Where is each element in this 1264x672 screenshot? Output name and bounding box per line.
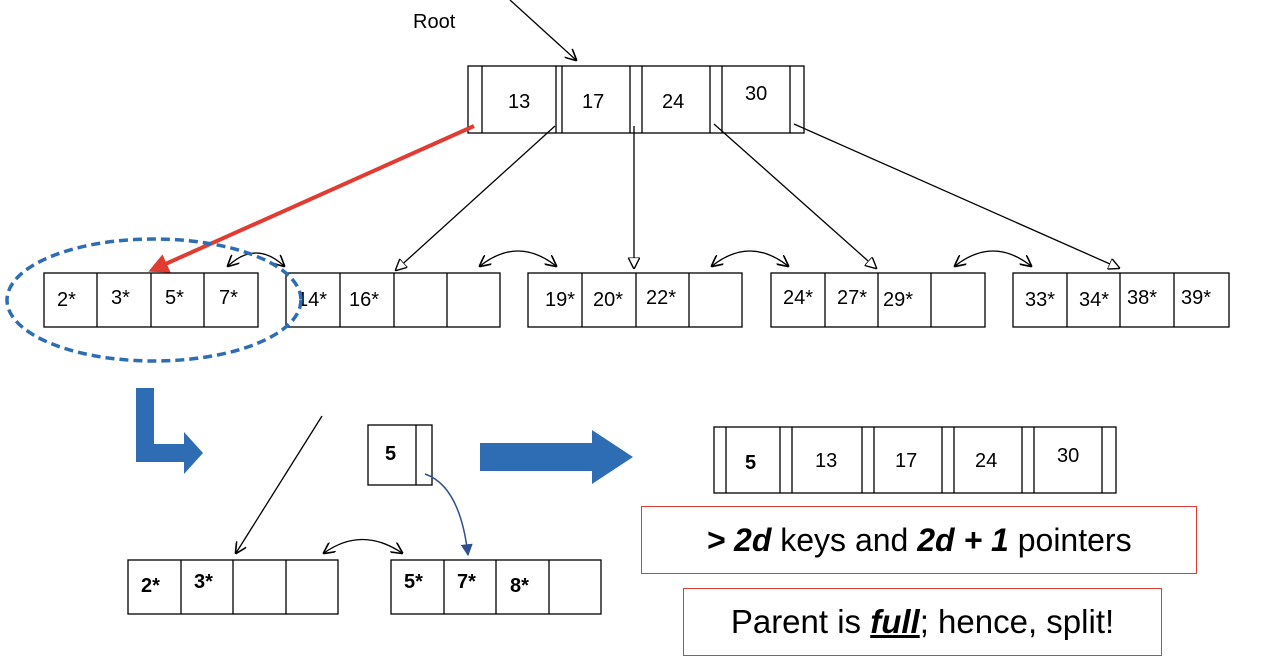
note-emphasis: 2d + 1 — [917, 521, 1009, 558]
leaf-entry: 24* — [783, 287, 813, 309]
leaf-node: 2* 3* 5* 7* — [43, 272, 259, 328]
root-key: 13 — [508, 91, 530, 113]
leaf-entry: 3* — [111, 287, 130, 309]
split-left-leaf: 2* 3* — [127, 559, 339, 615]
root-key: 24 — [662, 91, 684, 113]
leaf-entry: 7* — [457, 571, 476, 593]
root-key: 17 — [895, 450, 917, 472]
highlight-ellipse — [5, 237, 303, 363]
note-text: keys and — [771, 521, 918, 558]
leaf-entry: 33* — [1025, 289, 1055, 311]
root-key: 30 — [1057, 445, 1079, 467]
pointer-arrow — [793, 123, 1119, 268]
leaf-entry: 7* — [219, 287, 238, 309]
overflow-note: > 2d keys and 2d + 1 pointers — [641, 506, 1197, 574]
leaf-entry: 14* — [297, 289, 327, 311]
leaf-entry: 8* — [510, 575, 529, 597]
pushed-key-node: 5 — [367, 424, 433, 486]
note-text: ; hence, split! — [919, 603, 1115, 640]
pushed-key: 5 — [385, 443, 396, 465]
leaf-entry: 29* — [883, 289, 913, 311]
leaf-entry: 20* — [593, 289, 623, 311]
note-text: Parent is — [730, 603, 871, 640]
overfull-root-node: 5 13 17 24 30 — [713, 426, 1117, 494]
leaf-entry: 27* — [837, 287, 867, 309]
leaf-entry: 34* — [1079, 289, 1109, 311]
root-key: 5 — [745, 452, 756, 474]
leaf-entry: 2* — [57, 289, 76, 311]
note-emphasis: full — [870, 603, 920, 640]
leaf-node: 14* 16* — [285, 272, 501, 328]
split-block-arrow — [136, 388, 203, 474]
pointer-arrow — [236, 415, 323, 553]
sibling-link-arrow — [228, 252, 284, 266]
leaf-entry: 16* — [349, 289, 379, 311]
leaf-entry: 2* — [141, 575, 160, 597]
root-incoming-arrow — [509, 0, 576, 60]
leaf-entry: 22* — [646, 287, 676, 309]
leaf-entry: 19* — [545, 289, 575, 311]
root-key: 24 — [975, 450, 997, 472]
leaf-entry: 5* — [165, 287, 184, 309]
split-right-leaf: 5* 7* 8* — [390, 559, 602, 615]
pointer-arrow — [713, 123, 876, 268]
root-label: Root — [413, 11, 456, 33]
note-emphasis: > 2d — [706, 521, 772, 558]
sibling-link-arrow — [712, 250, 788, 266]
note-text: pointers — [1008, 521, 1132, 558]
leaf-node: 33* 34* 38* 39* — [1012, 272, 1230, 328]
result-block-arrow — [480, 430, 633, 484]
pointer-arrow — [396, 125, 556, 270]
root-key: 17 — [582, 91, 604, 113]
leaf-entry: 39* — [1181, 287, 1211, 309]
root-node: 13 17 24 30 — [467, 65, 805, 134]
child-pointer-arrow — [424, 473, 473, 557]
highlight-pointer-arrow — [148, 124, 475, 273]
sibling-link-arrow — [480, 250, 556, 266]
root-key: 13 — [815, 450, 837, 472]
split-note: Parent is full; hence, split! — [683, 588, 1162, 656]
leaf-node: 24* 27* 29* — [770, 272, 986, 328]
root-key: 30 — [745, 83, 767, 105]
sibling-link-arrow — [324, 538, 402, 554]
leaf-node: 19* 20* 22* — [527, 272, 743, 328]
sibling-link-arrow — [955, 250, 1031, 266]
leaf-entry: 3* — [194, 571, 213, 593]
leaf-entry: 5* — [404, 571, 423, 593]
leaf-entry: 38* — [1127, 287, 1157, 309]
